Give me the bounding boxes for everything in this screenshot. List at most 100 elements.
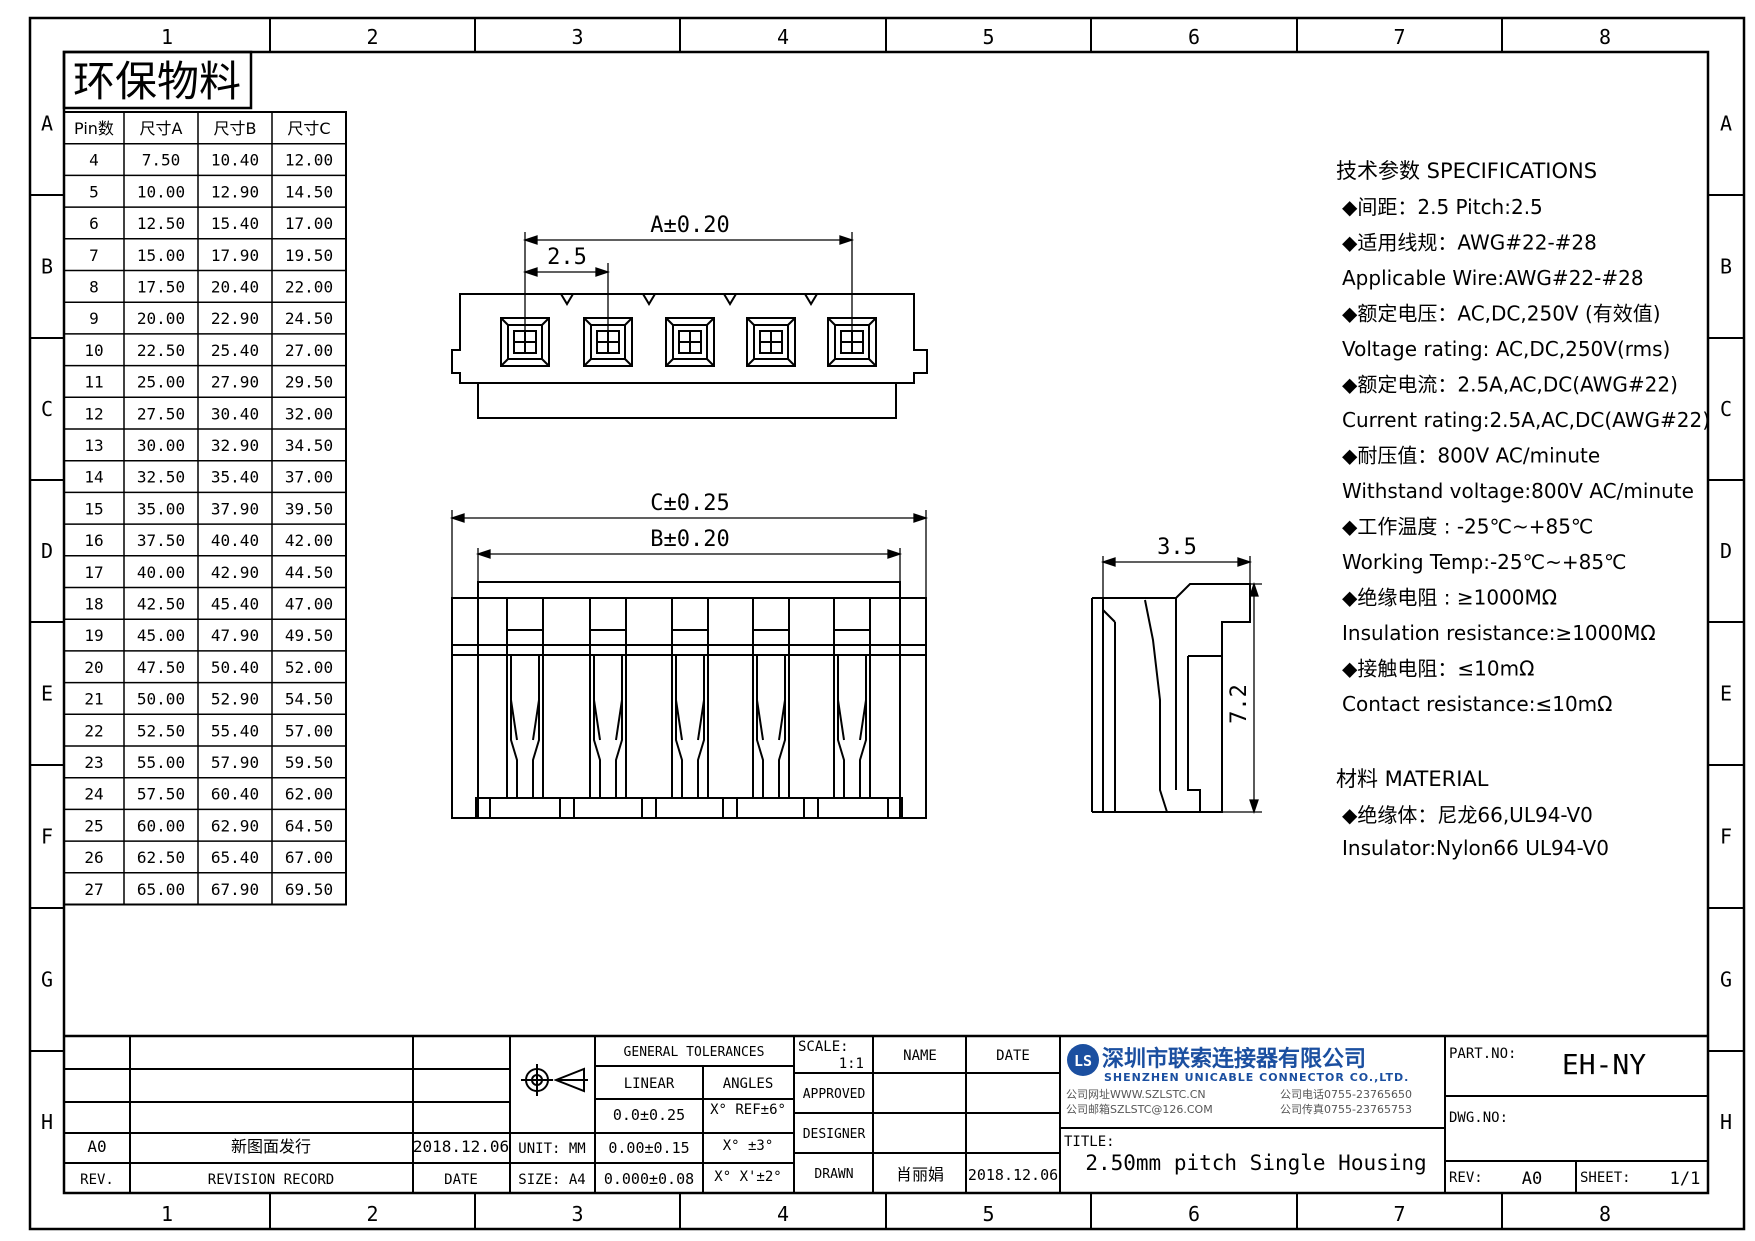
table-cell: 27 [84,880,103,899]
table-cell: 19 [84,626,103,645]
peg [803,797,819,819]
table-cell: 57.50 [137,785,185,804]
table-cell: 12 [84,404,103,423]
designer-label: DESIGNER [803,1127,866,1142]
general-tolerances-label: GENERAL TOLERANCES [624,1045,765,1060]
spec-line: ◆接触电阻：≤10mΩ [1342,657,1534,681]
spec-line: Applicable Wire:AWG#22-#28 [1342,266,1644,290]
cavity [833,597,871,798]
angles-label: ANGLES [723,1076,774,1092]
table-cell: 6 [89,214,99,233]
zone-column-top: 6 [1188,25,1200,49]
cavity [671,597,709,798]
table-cell: 40.00 [137,563,185,582]
table-cell: 35.40 [211,468,259,487]
specifications-title: 技术参数 SPECIFICATIONS [1336,159,1597,183]
table-cell: 7 [89,246,99,265]
table-cell: 47.00 [285,595,333,614]
table-cell: 25 [84,816,103,835]
scale-value: 1:1 [839,1056,864,1072]
table-header-cell: 尺寸A [140,119,183,138]
table-cell: 45.40 [211,595,259,614]
peg [722,797,738,819]
table-cell: 12.90 [211,182,259,201]
dimension-c-b [449,510,929,598]
company-fax: 公司传真0755-23765753 [1280,1102,1412,1116]
table-cell: 62.00 [285,785,333,804]
eco-badge-frame [62,50,253,110]
table-cell: 37.90 [211,499,259,518]
zone-column-bottom: 8 [1599,1202,1611,1226]
table-cell: 18 [84,595,103,614]
notch [560,293,574,306]
dimension-c-label: C±0.25 [650,491,729,516]
spec-line: ◆工作温度 : -25℃~+85℃ [1342,515,1593,539]
table-cell: 4 [89,151,99,170]
spec-line: ◆额定电压：AC,DC,250V (有效值) [1342,302,1661,326]
contact-hole [665,317,715,367]
table-cell: 30.40 [211,404,259,423]
linear-label: LINEAR [624,1076,675,1092]
table-cell: 42.00 [285,531,333,550]
zone-column-bottom: 6 [1188,1202,1200,1226]
scale-label: SCALE: [798,1039,849,1055]
table-cell: 12.00 [285,151,333,170]
table-cell: 27.00 [285,341,333,360]
zone-row-left: A [41,112,53,136]
part-number: EH-NY [1562,1048,1646,1081]
sheet-value: 1/1 [1670,1169,1701,1189]
zone-row-right: F [1720,825,1732,849]
dwg-no-label: DWG.NO: [1449,1110,1508,1126]
table-cell: 32.00 [285,404,333,423]
peg [887,797,903,819]
table-cell: 25.40 [211,341,259,360]
table-cell: 26 [84,848,103,867]
contact-hole [500,317,550,367]
rev-label: REV: [1449,1170,1483,1186]
table-header-cell: 尺寸B [214,119,257,138]
zone-row-right: A [1720,112,1732,136]
spec-line: ◆额定电流：2.5A,AC,DC(AWG#22) [1342,373,1678,397]
table-cell: 9 [89,309,99,328]
revision-record: 新图面发行 [231,1137,311,1156]
spec-line: Current rating:2.5A,AC,DC(AWG#22) [1342,408,1710,432]
table-cell: 20 [84,658,103,677]
company-email: 公司邮箱SZLSTC@126.COM [1066,1102,1213,1116]
table-cell: 19.50 [285,246,333,265]
table-cell: 67.00 [285,848,333,867]
zone-column-bottom: 1 [161,1202,173,1226]
peg [559,797,575,819]
table-cell: 12.50 [137,214,185,233]
table-cell: 10.00 [137,182,185,201]
table-cell: 22 [84,721,103,740]
side-view-dimensions [1100,556,1262,815]
table-cell: 40.40 [211,531,259,550]
zone-row-right: H [1720,1110,1732,1134]
spec-line: ◆间距：2.5 Pitch:2.5 [1342,195,1543,219]
specification-list: ◆间距：2.5 Pitch:2.5 ◆适用线规：AWG#22-#28 Applic… [1342,195,1710,716]
title-block [64,1034,1708,1193]
table-cell: 67.90 [211,880,259,899]
notch [723,293,737,306]
table-cell: 10 [84,341,103,360]
angle-tolerance-3: X° X'±2° [714,1169,781,1185]
table-cell: 17.50 [137,278,185,297]
table-cell: 25.00 [137,373,185,392]
table-cell: 60.40 [211,785,259,804]
table-cell: 11 [84,373,103,392]
table-cell: 55.40 [211,721,259,740]
cavity [506,597,544,798]
table-cell: 45.00 [137,626,185,645]
table-cell: 69.50 [285,880,333,899]
spec-line: ◆适用线规：AWG#22-#28 [1342,231,1597,255]
table-cell: 8 [89,278,99,297]
table-cell: 32.50 [137,468,185,487]
title-label: TITLE: [1064,1134,1115,1150]
table-cell: 22.50 [137,341,185,360]
table-cell: 57.00 [285,721,333,740]
spec-line: Voltage rating: AC,DC,250V(rms) [1342,337,1670,361]
table-cell: 52.00 [285,658,333,677]
table-cell: 44.50 [285,563,333,582]
material-list: ◆绝缘体：尼龙66,UL94-V0 Insulator:Nylon66 UL94… [1342,803,1609,860]
